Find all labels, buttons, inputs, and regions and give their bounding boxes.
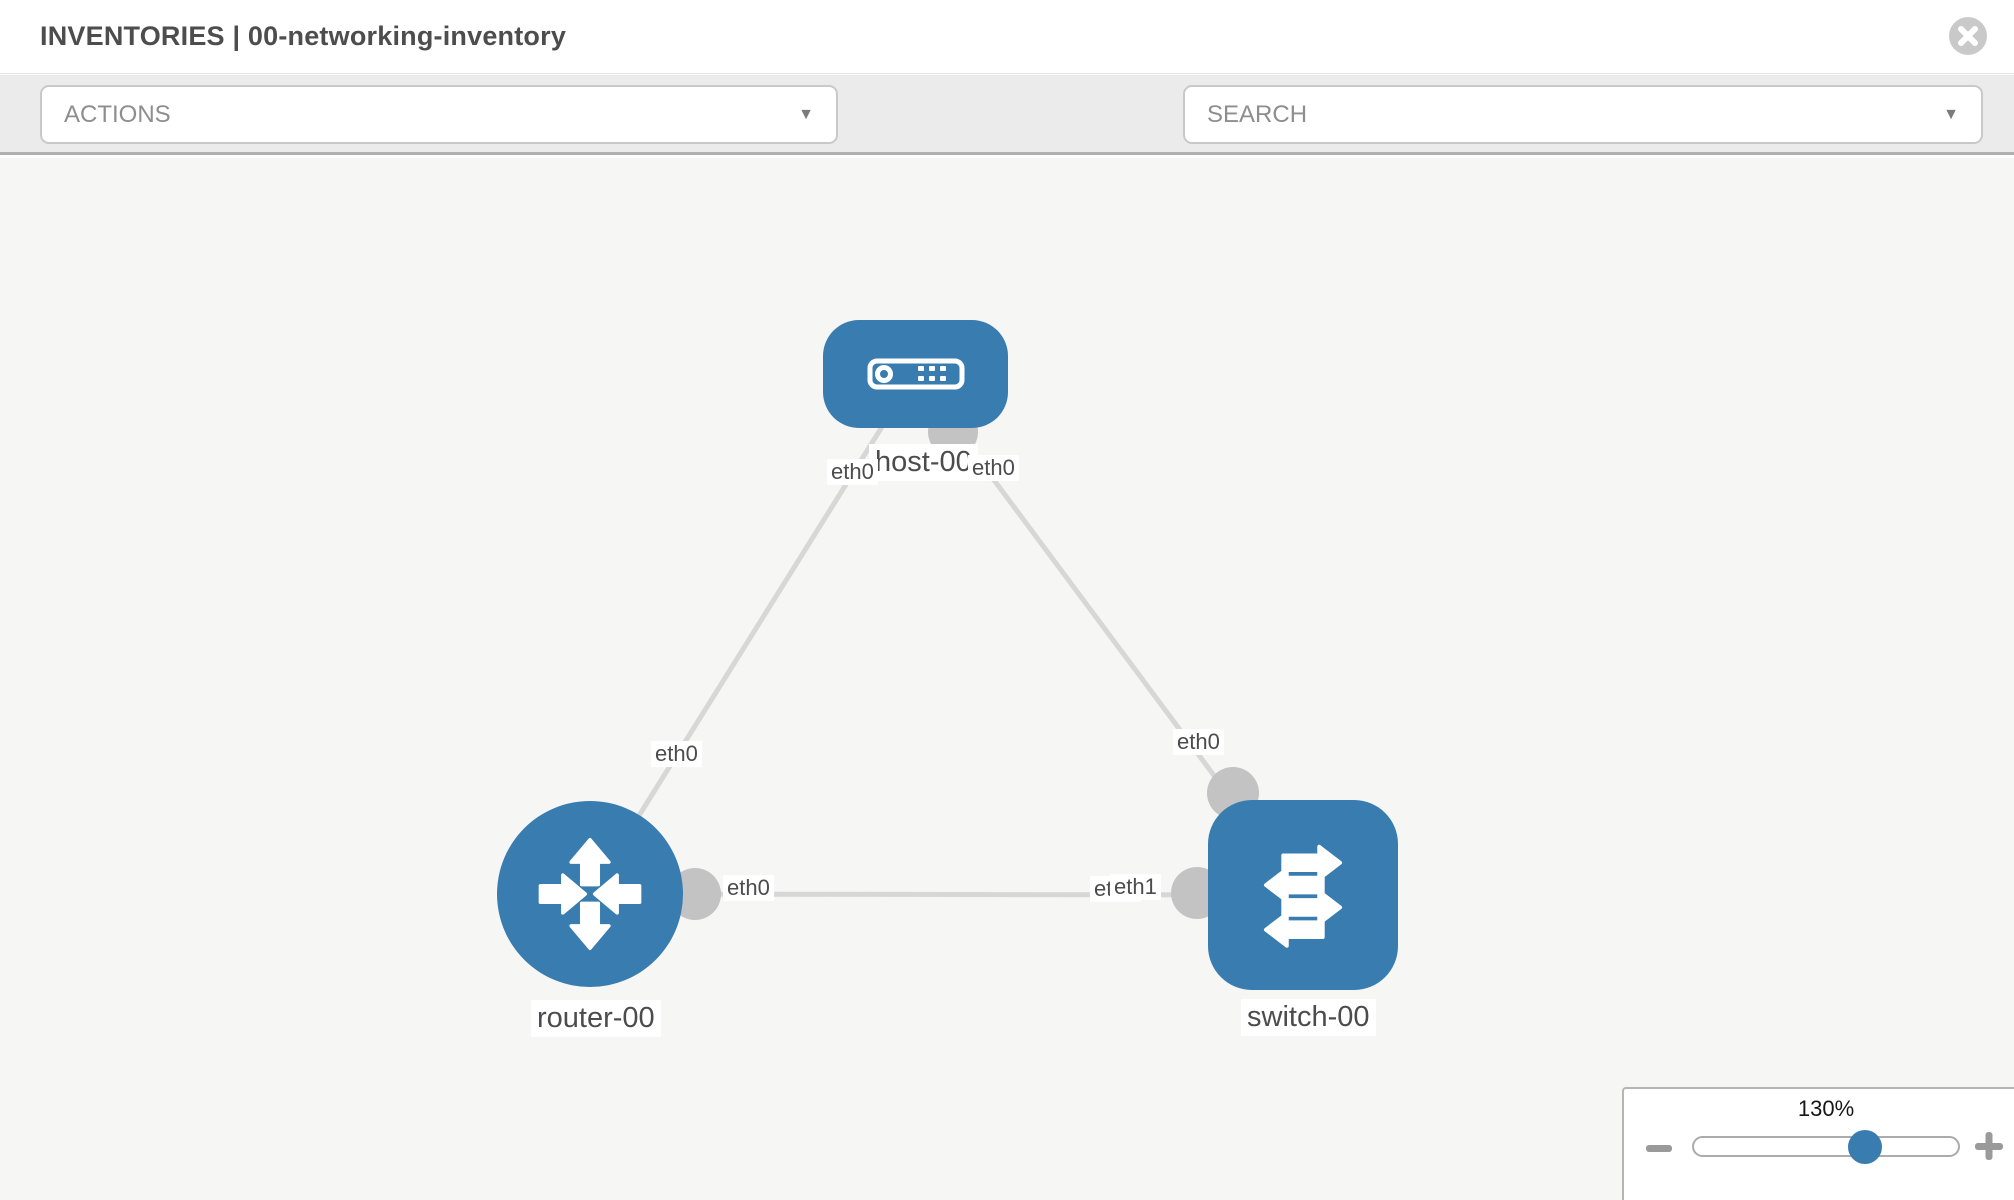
topology-canvas[interactable]: host-00 router-00 switch-00 eth0 eth0 et… xyxy=(0,158,2014,1200)
plus-icon xyxy=(1975,1132,2003,1160)
zoom-slider-thumb[interactable] xyxy=(1848,1130,1882,1164)
iface-label-router-switch-src: eth0 xyxy=(723,875,774,901)
chevron-down-icon: ▼ xyxy=(1943,105,1959,123)
host-icon xyxy=(867,358,964,390)
search-dropdown[interactable]: SEARCH ▼ xyxy=(1183,85,1983,144)
iface-label-host-router-src: eth0 xyxy=(827,459,878,485)
chevron-down-icon: ▼ xyxy=(798,105,814,123)
iface-label-host-router-tgt: eth0 xyxy=(651,741,702,767)
actions-dropdown-label: ACTIONS xyxy=(64,100,171,128)
zoom-level: 130% xyxy=(1797,1096,1855,1121)
page-title: INVENTORIES | 00-networking-inventory xyxy=(40,21,567,51)
iface-label-host-switch-tgt: eth0 xyxy=(1173,729,1224,755)
switch-icon xyxy=(1263,844,1343,948)
node-label-host-00: host-00 xyxy=(869,444,978,481)
node-host-00[interactable] xyxy=(823,320,1008,428)
minus-icon xyxy=(1646,1145,1672,1152)
close-button[interactable] xyxy=(1948,16,1988,56)
node-router-00[interactable] xyxy=(497,801,683,987)
iface-label-router-switch-tgt: eth1 xyxy=(1110,874,1161,900)
close-icon xyxy=(1949,17,1987,55)
actions-dropdown[interactable]: ACTIONS ▼ xyxy=(40,85,838,144)
zoom-slider[interactable] xyxy=(1692,1136,1960,1157)
search-dropdown-label: SEARCH xyxy=(1207,100,1308,128)
iface-label-host-switch-src: eth0 xyxy=(968,455,1019,481)
node-label-router-00: router-00 xyxy=(531,1000,661,1037)
node-switch-00[interactable] xyxy=(1208,800,1398,990)
zoom-panel: 130% xyxy=(1622,1087,2014,1200)
node-label-switch-00: switch-00 xyxy=(1241,999,1376,1036)
toolbar: ACTIONS ▼ SEARCH ▼ xyxy=(0,75,2014,204)
zoom-out-button[interactable] xyxy=(1644,1133,1674,1166)
links-layer xyxy=(587,372,1306,920)
router-icon xyxy=(538,837,642,951)
zoom-in-button[interactable] xyxy=(1972,1129,2006,1166)
modal-header: INVENTORIES | 00-networking-inventory xyxy=(0,0,2014,74)
